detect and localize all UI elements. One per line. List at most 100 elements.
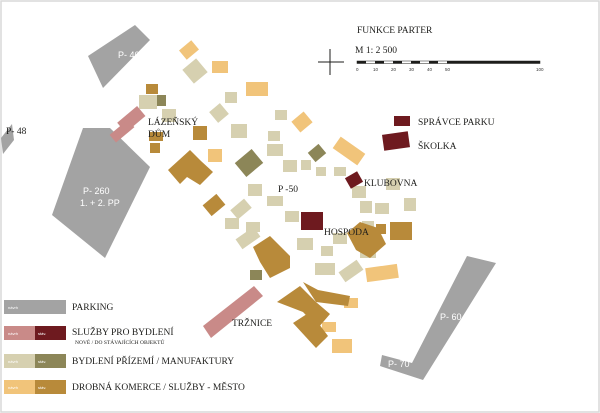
label-pub: HOSPODA bbox=[324, 228, 369, 238]
scale-tick: 40 bbox=[427, 67, 433, 72]
label-market: TRŽNICE bbox=[232, 317, 272, 329]
building bbox=[149, 132, 163, 141]
building bbox=[179, 40, 199, 60]
scale-tick: 20 bbox=[391, 67, 397, 72]
building bbox=[275, 110, 287, 120]
scale-tick: 30 bbox=[409, 67, 415, 72]
building bbox=[235, 226, 261, 250]
building bbox=[301, 160, 311, 170]
scale-tick: 10 bbox=[373, 67, 379, 72]
legend-swatch-text: návrh bbox=[8, 385, 18, 390]
building bbox=[321, 246, 333, 256]
legend-sublabel-services: NOVÉ / DO STÁVAJÍCÍCH OBJEKTŮ bbox=[75, 338, 164, 346]
kindergarten-building bbox=[382, 131, 410, 151]
legend-swatch-housing-existing bbox=[35, 354, 66, 368]
building bbox=[344, 298, 358, 308]
building bbox=[234, 149, 264, 177]
building bbox=[139, 95, 157, 109]
building bbox=[253, 236, 290, 278]
building bbox=[307, 143, 327, 163]
building bbox=[375, 203, 389, 214]
legend-swatch-parking bbox=[4, 300, 66, 314]
label-kindergarten: ŠKOLKA bbox=[418, 140, 457, 152]
label-p60: P- 60 bbox=[440, 312, 462, 322]
legend-label-commerce: DROBNÁ KOMERCE / SLUŽBY - MĚSTO bbox=[72, 381, 245, 393]
legend-swatch-text: návrh bbox=[8, 331, 18, 336]
building bbox=[365, 263, 399, 283]
building bbox=[162, 109, 176, 122]
legend-swatch-text: stáv. bbox=[38, 385, 46, 390]
housing-existing-blocks bbox=[157, 95, 327, 280]
building bbox=[404, 198, 416, 211]
map-title: FUNKCE PARTER bbox=[357, 26, 433, 36]
legend-swatch-services-existing bbox=[35, 326, 66, 340]
building bbox=[230, 198, 252, 220]
legend-label-housing: BYDLENÍ PŘÍZEMÍ / MANUFAKTURY bbox=[72, 355, 234, 367]
building bbox=[285, 211, 299, 222]
legend-swatch-housing-new bbox=[4, 354, 35, 368]
legend-swatch-text: návrh bbox=[8, 359, 18, 364]
legend-swatch-text: stáv. bbox=[38, 359, 46, 364]
label-p70: P- 70 bbox=[388, 359, 410, 369]
legend-services: návrh stáv. SLUŽBY PRO BYDLENÍ NOVÉ / DO… bbox=[4, 326, 174, 346]
park-admin-building bbox=[394, 116, 410, 126]
label-p50: P -50 bbox=[278, 185, 298, 195]
market-building bbox=[203, 286, 263, 338]
building bbox=[334, 167, 346, 176]
building bbox=[146, 84, 158, 94]
commerce-existing-blocks bbox=[146, 84, 412, 348]
pub-building bbox=[301, 212, 323, 230]
legend-commerce: návrh stáv. DROBNÁ KOMERCE / SLUŽBY - MĚ… bbox=[4, 380, 245, 394]
building bbox=[376, 224, 386, 234]
building bbox=[390, 222, 412, 240]
building bbox=[250, 270, 262, 280]
building bbox=[209, 103, 229, 123]
building bbox=[246, 222, 260, 232]
building bbox=[360, 201, 372, 213]
parking-p60-p70 bbox=[380, 256, 496, 380]
building bbox=[225, 92, 237, 103]
label-spa-house: LÁZEŇSKÝ bbox=[148, 116, 198, 128]
legend-swatch-services-new bbox=[4, 326, 35, 340]
legend-swatch-text: stáv. bbox=[38, 331, 46, 336]
scale-tick: 100 bbox=[536, 67, 544, 72]
building bbox=[157, 95, 166, 106]
label-park-admin: SPRÁVCE PARKU bbox=[418, 116, 495, 128]
legend-label-parking: PARKING bbox=[72, 303, 113, 313]
building bbox=[297, 238, 313, 250]
label-p260: P- 260 bbox=[83, 186, 110, 196]
building bbox=[315, 263, 335, 275]
building bbox=[268, 131, 280, 141]
building bbox=[193, 126, 207, 140]
building bbox=[332, 339, 352, 353]
building bbox=[352, 186, 366, 198]
services-blocks bbox=[109, 106, 410, 230]
building bbox=[386, 178, 400, 190]
building bbox=[338, 259, 364, 283]
legend: návrh PARKING návrh stáv. SLUŽBY PRO BYD… bbox=[4, 300, 245, 394]
legend-swatch-commerce-new bbox=[4, 380, 35, 394]
parking-p260 bbox=[52, 128, 150, 258]
parking-p40 bbox=[88, 25, 150, 88]
building bbox=[333, 233, 347, 244]
scale-tick: 0 bbox=[356, 67, 359, 72]
label-spa-house-2: DŮM bbox=[148, 127, 171, 140]
legend-parking: návrh PARKING bbox=[4, 300, 113, 314]
label-p40: P- 40 bbox=[118, 50, 140, 60]
north-cross-icon bbox=[318, 49, 344, 75]
club-building bbox=[344, 171, 364, 189]
label-p48: P- 48 bbox=[6, 127, 27, 137]
scale-tick: 50 bbox=[445, 67, 451, 72]
building bbox=[267, 144, 283, 156]
commerce-new-blocks bbox=[179, 40, 399, 353]
scale-bar: 0 10 20 30 40 50 100 bbox=[356, 60, 544, 72]
building bbox=[332, 136, 366, 166]
building bbox=[267, 196, 283, 206]
building bbox=[293, 312, 328, 348]
building bbox=[150, 143, 160, 153]
building bbox=[316, 167, 326, 176]
spa-house-building bbox=[109, 119, 135, 143]
label-club: KLUBOVNA bbox=[364, 179, 417, 189]
building bbox=[277, 286, 330, 328]
